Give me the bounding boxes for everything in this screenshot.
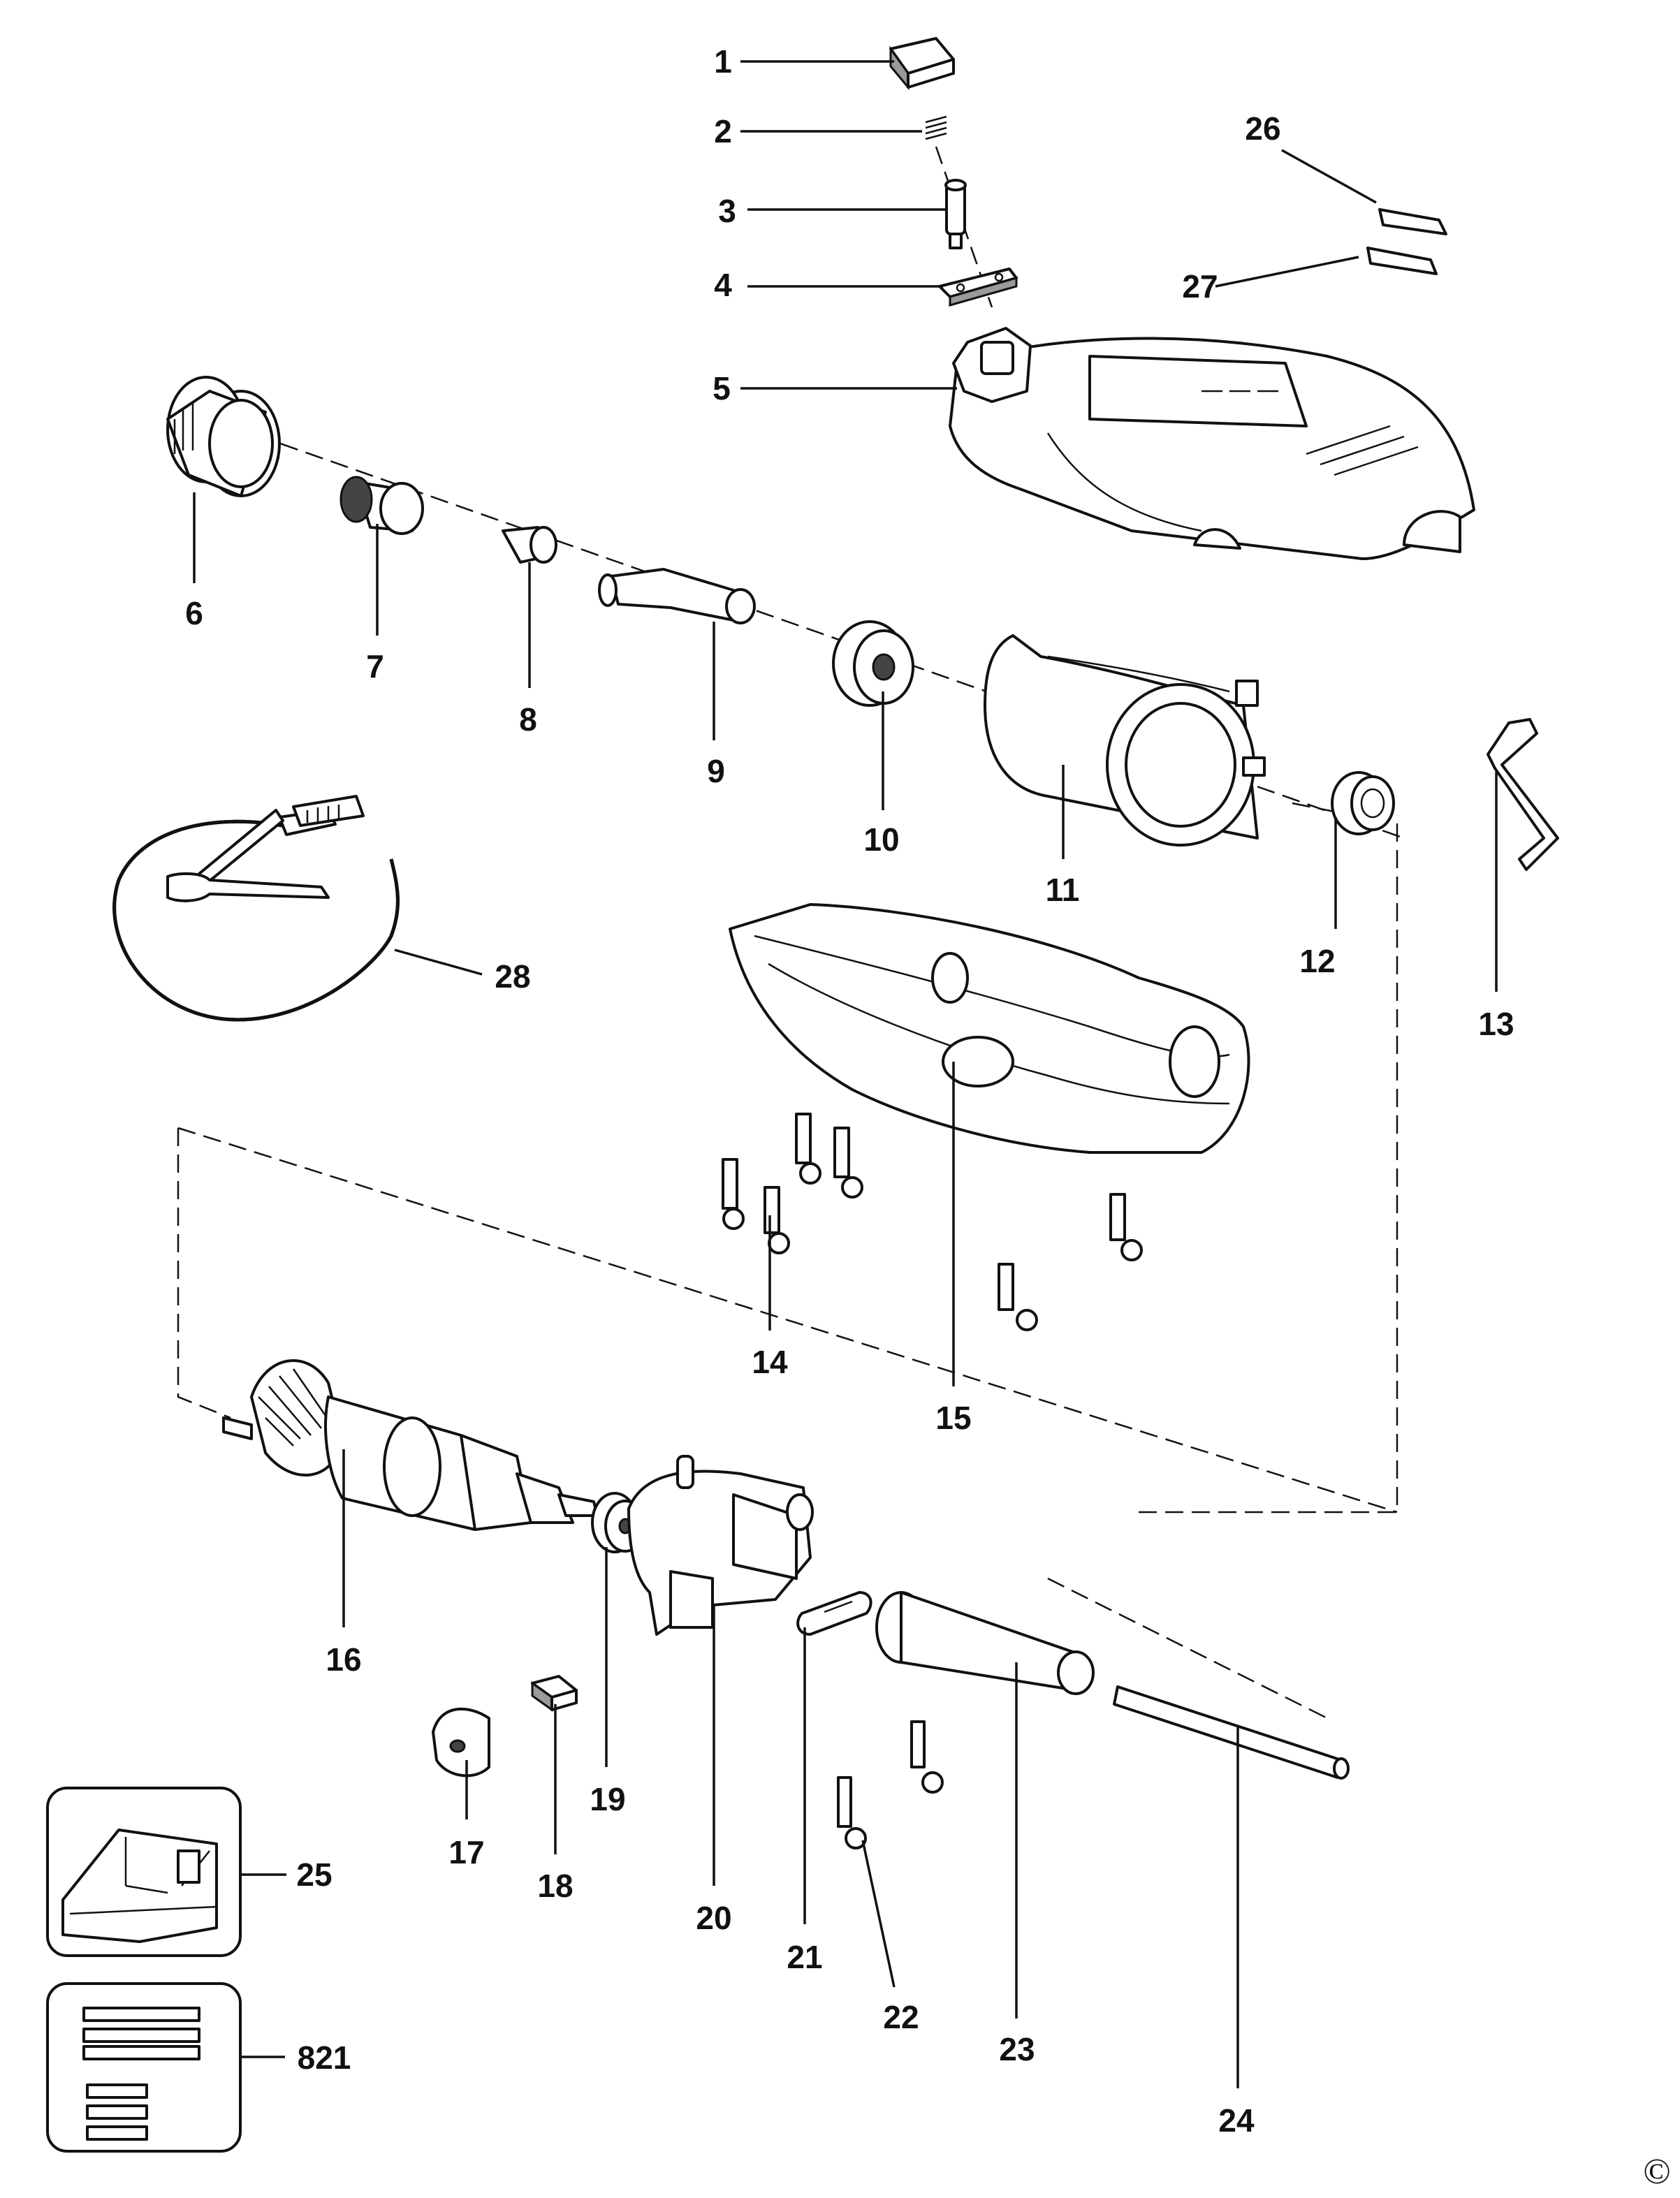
callout-24: 24 (1218, 2102, 1255, 2139)
part-24-power-cord (1113, 1685, 1350, 1780)
callout-1: 1 (714, 43, 732, 80)
part-4-lock-plate (938, 268, 1018, 307)
part-6-nose-cap (166, 376, 281, 497)
leader-lines (193, 60, 1498, 2088)
callout-10: 10 (863, 821, 899, 858)
part-15-housing-lower (729, 903, 1250, 1154)
callout-5: 5 (713, 370, 731, 406)
part-12-rear-bearing (1331, 771, 1395, 835)
callout-9: 9 (707, 753, 725, 789)
callout-14: 14 (752, 1344, 788, 1380)
part-14-screws (722, 1113, 1143, 1331)
part-16-armature (222, 1358, 599, 1531)
callout-6: 6 (185, 595, 203, 631)
callout-23: 23 (999, 2031, 1035, 2067)
callout-16: 16 (326, 1641, 361, 1678)
callout-20: 20 (696, 1900, 731, 1936)
part-10-bearing (832, 620, 914, 707)
part-23-cord-protector (875, 1591, 1095, 1695)
part-25-carry-case (46, 1787, 242, 1957)
part-18-carbon-brush (531, 1675, 578, 1712)
part-3-pin (944, 179, 967, 249)
copyright-symbol: © (1643, 2152, 1671, 2192)
part-9-collet-shaft (598, 568, 756, 624)
callout-15: 15 (935, 1400, 971, 1436)
part-821-instruction-manual (46, 1982, 242, 2153)
callout-25: 25 (296, 1856, 332, 1893)
callout-17: 17 (448, 1834, 484, 1870)
callout-7: 7 (366, 648, 384, 684)
callout-821: 821 (298, 2039, 351, 2076)
callout-4: 4 (714, 267, 732, 303)
part-1-lock-button (889, 37, 955, 91)
part-5-housing-upper (949, 327, 1475, 560)
callout-28: 28 (495, 958, 530, 995)
callout-21: 21 (787, 1939, 822, 1975)
callout-12: 12 (1299, 943, 1335, 979)
part-2-spring (925, 115, 947, 140)
callout-8: 8 (519, 701, 537, 738)
part-13-hanger-hook (1487, 718, 1559, 871)
part-17-brush-cap (432, 1708, 490, 1778)
part-21-clip (796, 1591, 872, 1636)
callout-22: 22 (883, 1999, 919, 2035)
callout-26: 26 (1245, 110, 1280, 147)
part-8-collet (502, 526, 557, 564)
callout-19: 19 (590, 1781, 625, 1817)
callout-3: 3 (718, 193, 736, 229)
part-26-brush-clip (1378, 208, 1447, 235)
part-7-knurled-collar (339, 476, 424, 535)
part-11-field-housing (984, 634, 1266, 847)
callout-11: 11 (1046, 872, 1080, 908)
part-28-flexible-shaft (112, 795, 400, 1022)
part-20-brush-holder (627, 1455, 814, 1636)
callout-2: 2 (714, 113, 732, 149)
callout-labels: 1 2 3 4 5 6 7 8 9 10 11 12 13 14 15 16 1… (185, 43, 1514, 2139)
part-22-screws (837, 1720, 944, 1849)
callout-18: 18 (537, 1868, 573, 1904)
part-27-brush-clip (1366, 247, 1438, 275)
callout-13: 13 (1478, 1006, 1514, 1042)
callout-27: 27 (1182, 268, 1218, 305)
